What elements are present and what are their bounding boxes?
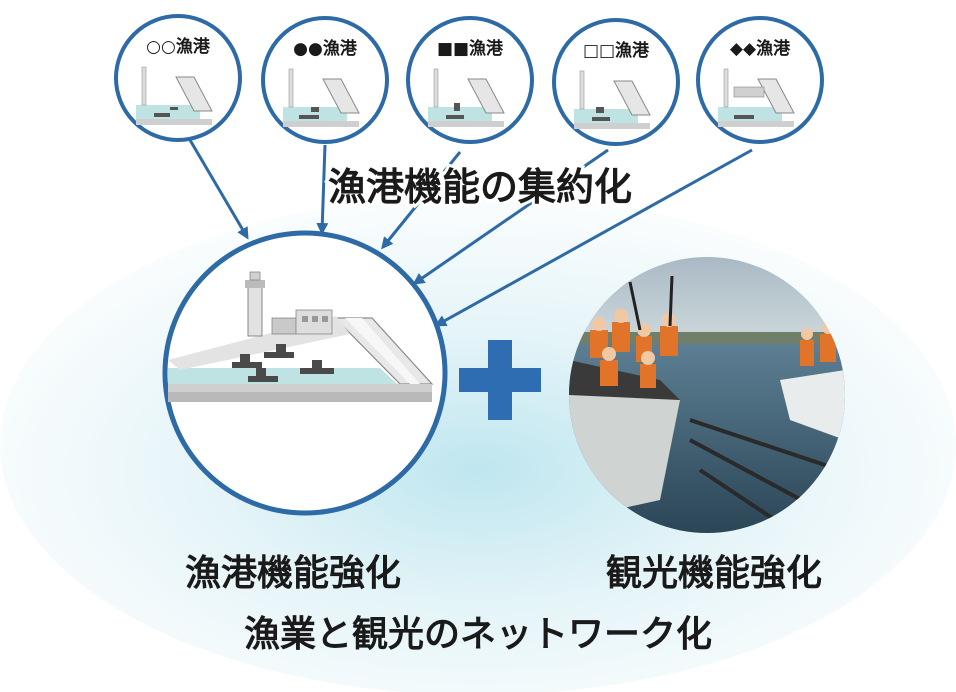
small-port-1: ○○漁港 <box>114 14 242 142</box>
arrow-port-5 <box>434 148 753 327</box>
small-port-4: □□漁港 <box>552 18 680 146</box>
consolidation-label: 漁港機能の集約化 <box>328 165 632 209</box>
tourism-function-label: 観光機能強化 <box>606 553 822 594</box>
small-port-label-5: ◆◆漁港 <box>730 38 791 59</box>
plus-icon <box>459 340 541 420</box>
small-port-label-1: ○○漁港 <box>146 36 211 57</box>
small-port-3: ■■漁港 <box>406 16 534 144</box>
arrow-port-4 <box>412 148 609 285</box>
arrow-port-3 <box>381 151 462 250</box>
arrow-port-2 <box>316 144 329 235</box>
arrow-port-1 <box>188 139 249 240</box>
small-port-label-2: ●●漁港 <box>293 38 358 59</box>
small-port-label-3: ■■漁港 <box>437 38 504 59</box>
small-port-2: ●●漁港 <box>261 16 389 144</box>
tourism-photo <box>569 257 845 533</box>
consolidated-port <box>162 230 448 516</box>
consolidation-arrows <box>188 139 753 327</box>
fishing-function-label: 漁港機能強化 <box>185 553 401 594</box>
network-label: 漁業と観光のネットワーク化 <box>244 614 712 655</box>
small-port-label-4: □□漁港 <box>583 40 650 61</box>
small-port-5: ◆◆漁港 <box>696 16 824 144</box>
